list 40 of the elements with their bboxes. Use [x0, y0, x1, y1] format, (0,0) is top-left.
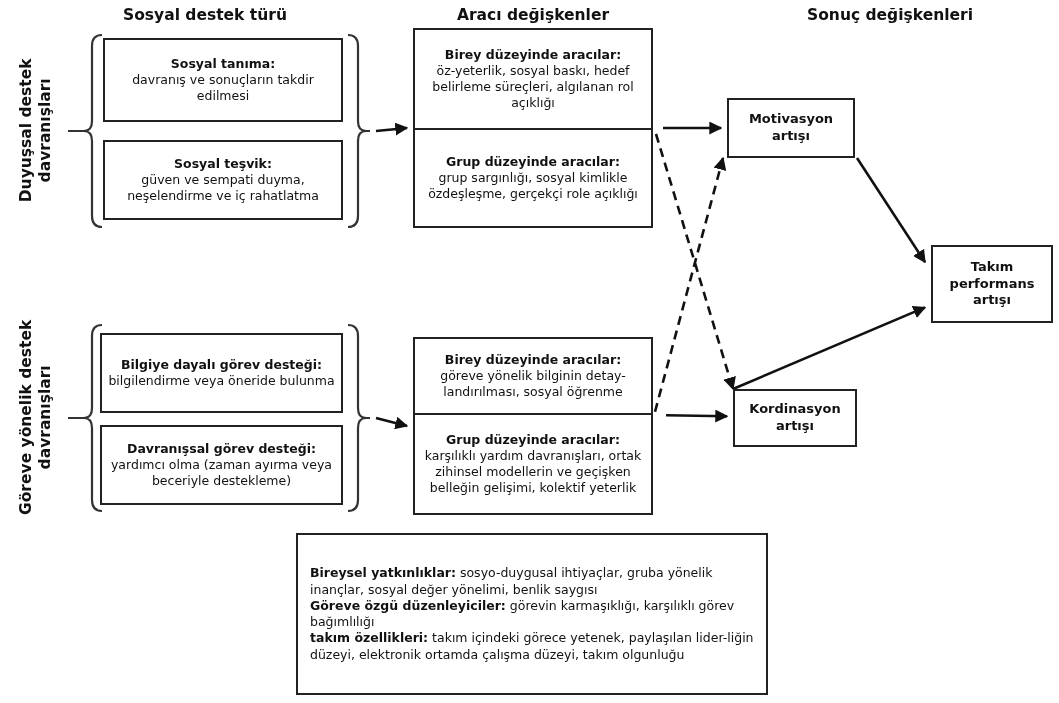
box-heading: Sosyal teşvik: [174, 155, 272, 172]
box-text: grup sargınlığı, sosyal kimlikle özdeşleşme, gerçekçi role açıklığı [427, 169, 639, 203]
box-heading: Bilgiye dayalı görev desteği: [120, 356, 322, 373]
box-heading: Birey düzeyinde aracılar: [444, 351, 622, 368]
box-heading: Sosyal tanıma: [170, 55, 276, 72]
box-text: Kordinasyon artışı [748, 401, 842, 435]
column-heading: Sonuç değişkenleri [807, 6, 973, 24]
arrow [666, 409, 729, 423]
arrow [654, 133, 736, 391]
arrow [855, 157, 927, 264]
arrow [732, 306, 927, 391]
process-box [100, 333, 343, 413]
box-heading: Davranışsal görev desteği: [127, 440, 316, 457]
arrow [375, 122, 409, 136]
group-heading: Göreve yönelik destek davranışları [16, 318, 55, 517]
arrow [653, 156, 727, 413]
arrow [375, 416, 409, 430]
process-box [296, 533, 768, 695]
arrow [663, 121, 723, 135]
box-heading: Grup düzeyinde aracılar: [446, 431, 620, 448]
box-text: öz-yeterlik, sosyal baskı, hedef belirleme süreçleri, algılanan rol açıklığı [431, 62, 635, 112]
box-text: karşılıklı yardım davranışları, ortak zihinsel modellerin ve geçişken belleğin gelişimi, kolektif yeterlik [423, 447, 643, 497]
box-text: göreve yönelik bilginin detay-landırılması, sosyal öğrenme [439, 367, 627, 401]
box-heading: Grup düzeyinde aracılar: [446, 153, 620, 170]
process-box [733, 389, 857, 447]
group-heading: Duyuşsal destek davranışları [16, 57, 55, 205]
box-text: davranış ve sonuçların takdir edilmesi [131, 71, 315, 105]
process-box [100, 425, 343, 505]
process-box [727, 98, 855, 158]
box-text: Takım performans artışı [948, 258, 1036, 310]
process-box [103, 140, 343, 220]
box-text: güven ve sempati duyma, neşelendirme ve iç rahatlatma [126, 171, 320, 205]
box-text: Motivasyon artışı [747, 111, 835, 145]
box-text: yardımcı olma (zaman ayırma veya beceriyle destekleme) [109, 456, 333, 490]
process-box [103, 38, 343, 122]
box-text: bilgilendirme veya öneride bulunma [108, 373, 335, 390]
box-heading: Birey düzeyinde aracılar: [444, 46, 622, 63]
note-text: takım özellikleri: takım içindeki görece yetenek, paylaşılan lider-liğin düzeyi, elektronik ortamda çalışma düzeyi, takım olgunluğu [310, 630, 754, 663]
process-box [931, 245, 1053, 323]
column-heading: Sosyal destek türü [123, 6, 287, 24]
